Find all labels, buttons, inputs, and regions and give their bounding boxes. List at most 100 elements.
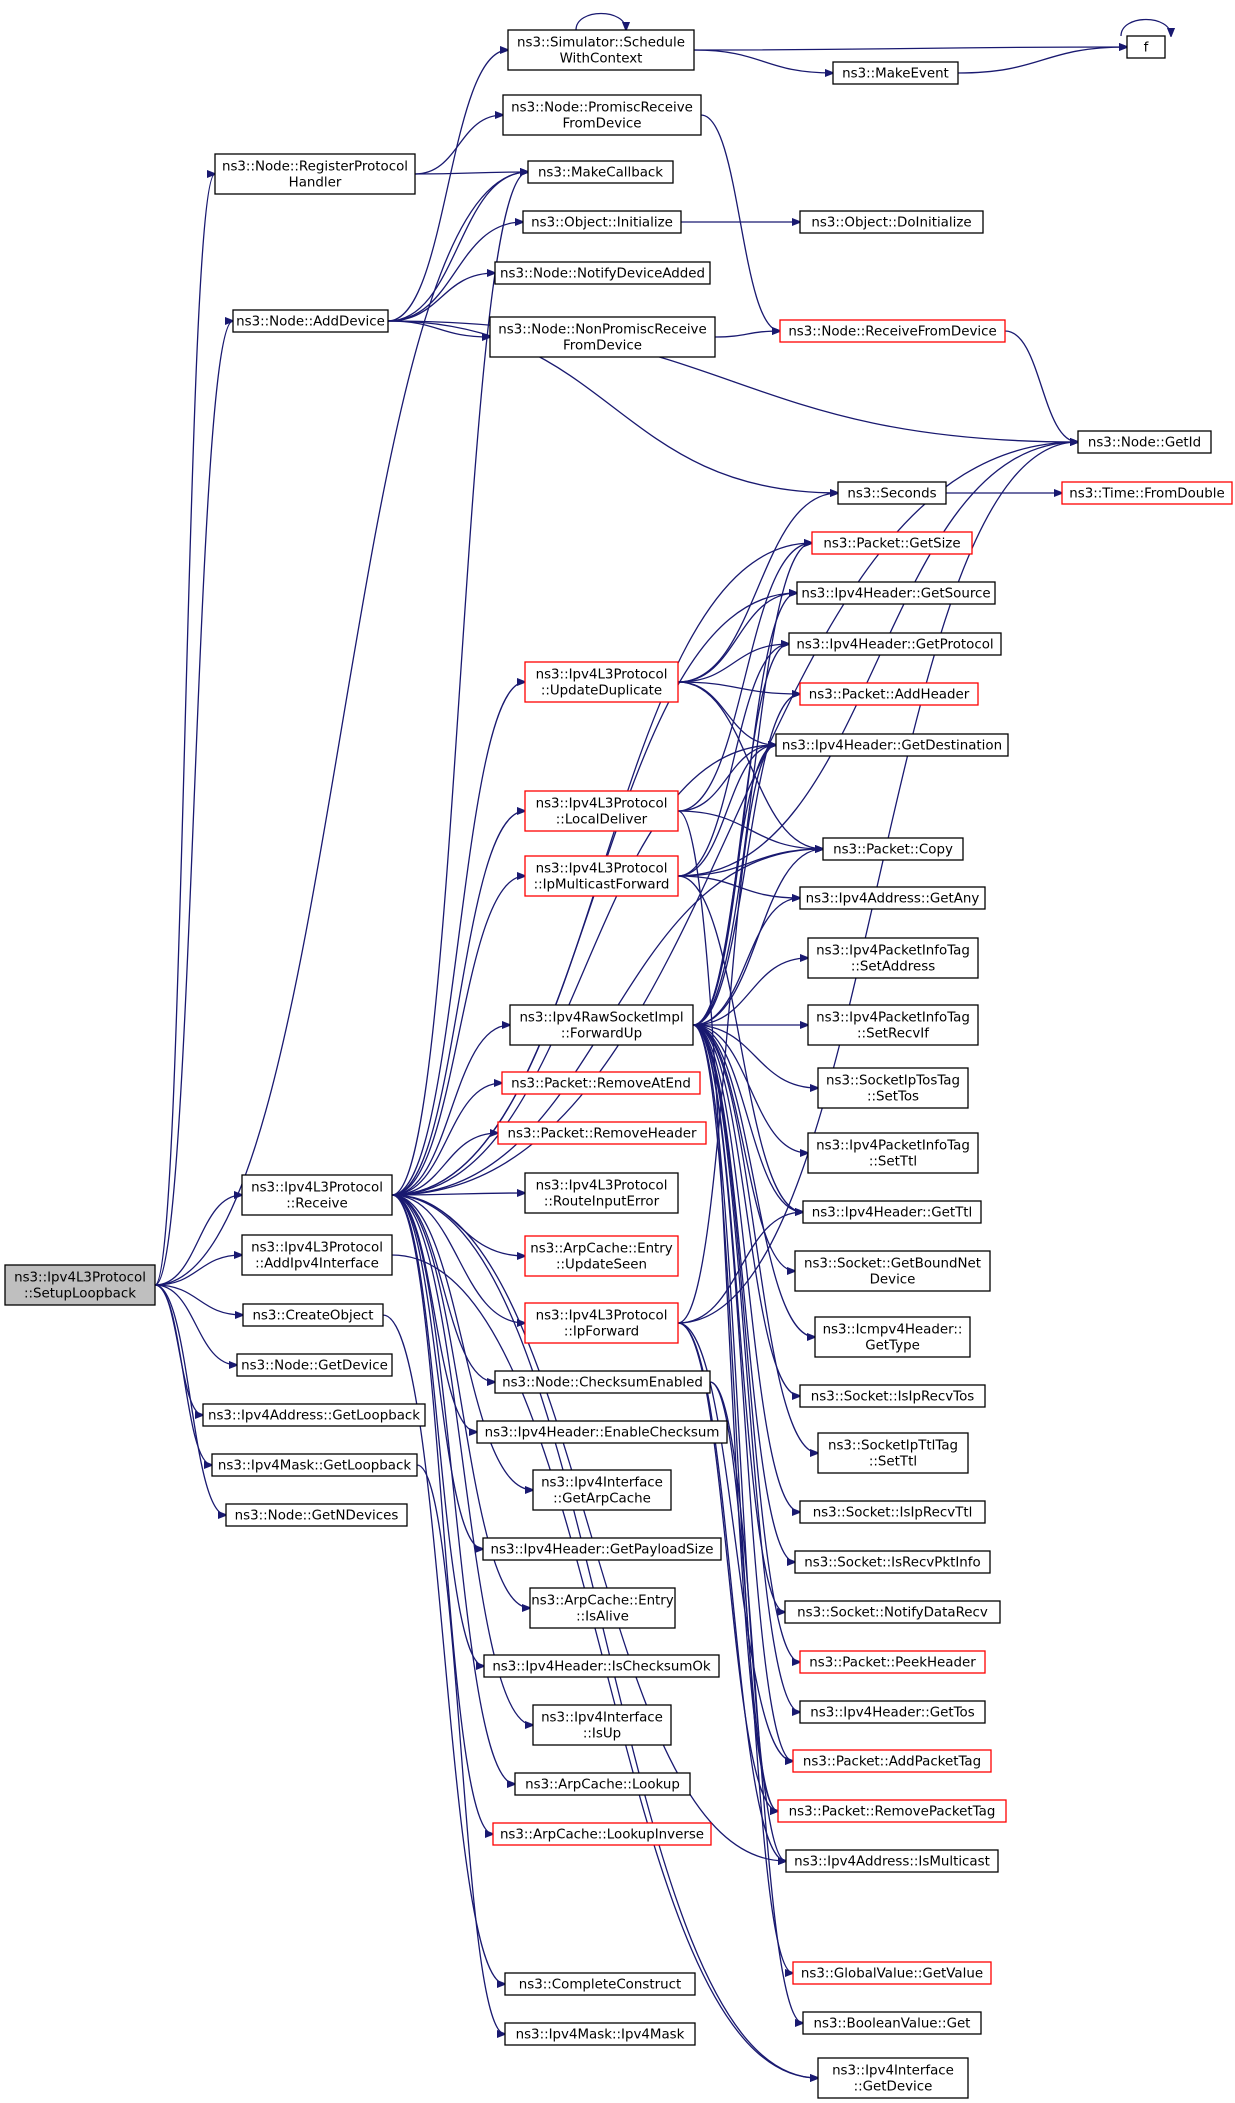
node-box	[4, 1264, 156, 1306]
edge-ipforward-to-getttl	[677, 1212, 803, 1324]
node-ischecksumok[interactable]: ns3::Ipv4Header::IsChecksumOk	[483, 1654, 720, 1678]
node-f[interactable]: f	[1126, 35, 1166, 59]
node-removepackettag[interactable]: ns3::Packet::RemovePacketTag	[777, 1799, 1007, 1823]
node-settos[interactable]: ns3::SocketIpTosTag::SetTos	[817, 1067, 969, 1109]
node-box	[785, 1849, 999, 1873]
node-packet_copy[interactable]: ns3::Packet::Copy	[822, 837, 964, 861]
edge-localdeliver-to-getdestination	[677, 745, 776, 812]
node-getndevices[interactable]: ns3::Node::GetNDevices	[225, 1503, 408, 1527]
node-box	[822, 837, 964, 861]
node-makecallback[interactable]: ns3::MakeCallback	[527, 160, 674, 184]
node-box	[494, 1370, 711, 1394]
node-ipv4address_getloopback[interactable]: ns3::Ipv4Address::GetLoopback	[202, 1403, 426, 1427]
node-addheader[interactable]: ns3::Packet::AddHeader	[799, 682, 979, 706]
node-object_initialize[interactable]: ns3::Object::Initialize	[522, 210, 682, 234]
node-label-line: ns3::Packet::PeekHeader	[809, 1656, 976, 1671]
node-pit_setttl[interactable]: ns3::Ipv4PacketInfoTag::SetTtl	[807, 1132, 979, 1174]
node-arpcache_lookup[interactable]: ns3::ArpCache::Lookup	[514, 1772, 691, 1796]
node-box	[497, 1121, 707, 1145]
node-peekheader[interactable]: ns3::Packet::PeekHeader	[799, 1650, 986, 1674]
node-createobject[interactable]: ns3::CreateObject	[242, 1303, 384, 1327]
node-getpayloadsize[interactable]: ns3::Ipv4Header::GetPayloadSize	[482, 1537, 722, 1561]
node-label-line: ns3::CreateObject	[252, 1309, 373, 1324]
node-getdevice_node[interactable]: ns3::Node::GetDevice	[236, 1353, 393, 1377]
node-isup[interactable]: ns3::Ipv4Interface::IsUp	[532, 1704, 672, 1746]
node-label-line: ns3::Ipv4Header::GetDestination	[782, 739, 1002, 754]
node-getid[interactable]: ns3::Node::GetId	[1077, 430, 1212, 454]
node-notifydatarecv[interactable]: ns3::Socket::NotifyDataRecv	[784, 1600, 1001, 1624]
edge-adddevice-to-notifydeviceadded	[387, 273, 495, 322]
node-makeevent[interactable]: ns3::MakeEvent	[832, 61, 959, 85]
node-notifydeviceadded[interactable]: ns3::Node::NotifyDeviceAdded	[494, 261, 711, 285]
node-getdestination[interactable]: ns3::Ipv4Header::GetDestination	[775, 733, 1009, 757]
node-updateseen[interactable]: ns3::ArpCache::Entry::UpdateSeen	[524, 1235, 679, 1277]
node-ipv4mask_getloopback[interactable]: ns3::Ipv4Mask::GetLoopback	[211, 1453, 418, 1477]
node-box	[784, 1600, 1001, 1624]
node-updateduplicate[interactable]: ns3::Ipv4L3Protocol::UpdateDuplicate	[524, 661, 679, 703]
node-setrecvif[interactable]: ns3::Ipv4PacketInfoTag::SetRecvIf	[807, 1004, 979, 1046]
node-getarpcache[interactable]: ns3::Ipv4Interface::GetArpCache	[532, 1469, 672, 1511]
node-ipv4mask_ctor[interactable]: ns3::Ipv4Mask::Ipv4Mask	[504, 2022, 696, 2046]
node-checksumenabled[interactable]: ns3::Node::ChecksumEnabled	[494, 1370, 711, 1394]
node-ipmulticastforward[interactable]: ns3::Ipv4L3Protocol::IpMulticastForward	[524, 855, 679, 897]
edge-forwardup-to-peekheader	[692, 1024, 800, 1662]
node-label-line: ns3::GlobalValue::GetValue	[801, 1967, 983, 1982]
node-addipv4interface[interactable]: ns3::Ipv4L3Protocol::AddIpv4Interface	[241, 1234, 393, 1276]
node-forwardup[interactable]: ns3::Ipv4RawSocketImpl::ForwardUp	[509, 1004, 694, 1046]
node-label-line: ns3::SocketIpTtlTag	[828, 1439, 958, 1454]
node-label-line: ns3::Ipv4L3Protocol	[14, 1271, 146, 1286]
node-ipforward[interactable]: ns3::Ipv4L3Protocol::IpForward	[524, 1302, 679, 1344]
node-lookupinverse[interactable]: ns3::ArpCache::LookupInverse	[492, 1822, 712, 1846]
node-gettos[interactable]: ns3::Ipv4Header::GetTos	[799, 1700, 986, 1724]
node-ismulticast[interactable]: ns3::Ipv4Address::IsMulticast	[785, 1849, 999, 1873]
node-label-line: f	[1144, 41, 1149, 56]
node-getprotocol[interactable]: ns3::Ipv4Header::GetProtocol	[788, 632, 1002, 656]
node-label-line: ns3::Ipv4Interface	[541, 1711, 663, 1726]
node-localdeliver[interactable]: ns3::Ipv4L3Protocol::LocalDeliver	[524, 790, 679, 832]
node-doinitialize[interactable]: ns3::Object::DoInitialize	[799, 210, 984, 234]
node-isiprecvttl[interactable]: ns3::Socket::IsIpRecvTtl	[799, 1500, 986, 1524]
edge-receivefromdevice-to-getid	[1004, 330, 1078, 442]
edge-setuploopback-to-registerprotocolhandler	[154, 174, 215, 1286]
node-fromdouble[interactable]: ns3::Time::FromDouble	[1061, 481, 1233, 505]
node-icmp_gettype[interactable]: ns3::Icmpv4Header::GetType	[814, 1316, 971, 1358]
node-globalvalue_getvalue[interactable]: ns3::GlobalValue::GetValue	[792, 1961, 992, 1985]
node-packet_getsize[interactable]: ns3::Packet::GetSize	[811, 531, 973, 555]
node-getsource[interactable]: ns3::Ipv4Header::GetSource	[796, 581, 996, 605]
edge-nonpromiscreceive-to-receivefromdevice	[714, 331, 780, 338]
edge-forwardup-to-ismulticast	[692, 1024, 786, 1861]
node-completeconstruct[interactable]: ns3::CompleteConstruct	[504, 1972, 696, 1996]
node-receivefromdevice[interactable]: ns3::Node::ReceiveFromDevice	[779, 319, 1006, 343]
node-removeheader[interactable]: ns3::Packet::RemoveHeader	[497, 1121, 707, 1145]
node-seconds[interactable]: ns3::Seconds	[837, 481, 947, 505]
node-getttl[interactable]: ns3::Ipv4Header::GetTtl	[802, 1200, 982, 1224]
node-routeinputerror[interactable]: ns3::Ipv4L3Protocol::RouteInputError	[524, 1172, 679, 1214]
node-box	[799, 1384, 986, 1408]
node-addpackettag[interactable]: ns3::Packet::AddPacketTag	[792, 1749, 992, 1773]
node-setuploopback[interactable]: ns3::Ipv4L3Protocol::SetupLoopback	[4, 1264, 156, 1306]
node-label-line: ns3::ArpCache::Entry	[531, 1594, 674, 1609]
node-label-line: ns3::Ipv4Header::GetPayloadSize	[490, 1543, 713, 1558]
node-label-line: ns3::Socket::IsIpRecvTtl	[813, 1506, 973, 1521]
edge-receive-to-removeatend	[391, 1083, 502, 1196]
node-receive[interactable]: ns3::Ipv4L3Protocol::Receive	[241, 1174, 393, 1216]
node-enablechecksum[interactable]: ns3::Ipv4Header::EnableChecksum	[476, 1420, 728, 1444]
node-isrecvpktinfo[interactable]: ns3::Socket::IsRecvPktInfo	[794, 1550, 991, 1574]
node-ipv4interface_getdevice[interactable]: ns3::Ipv4Interface::GetDevice	[817, 2057, 969, 2099]
node-adddevice[interactable]: ns3::Node::AddDevice	[232, 309, 389, 333]
node-label-line: ::GetDevice	[854, 2080, 933, 2095]
node-setaddress[interactable]: ns3::Ipv4PacketInfoTag::SetAddress	[807, 937, 979, 979]
node-isiprecvtos[interactable]: ns3::Socket::IsIpRecvTos	[799, 1384, 986, 1408]
node-removeatend[interactable]: ns3::Packet::RemoveAtEnd	[501, 1071, 701, 1095]
node-sittl_setttl[interactable]: ns3::SocketIpTtlTag::SetTtl	[817, 1432, 969, 1474]
node-getany[interactable]: ns3::Ipv4Address::GetAny	[799, 886, 986, 910]
node-isalive[interactable]: ns3::ArpCache::Entry::IsAlive	[529, 1587, 676, 1629]
node-label-line: ns3::Socket::IsRecvPktInfo	[804, 1556, 980, 1571]
edge-updateduplicate-to-getsource	[677, 593, 797, 683]
node-booleanvalue_get[interactable]: ns3::BooleanValue::Get	[802, 2011, 982, 2035]
